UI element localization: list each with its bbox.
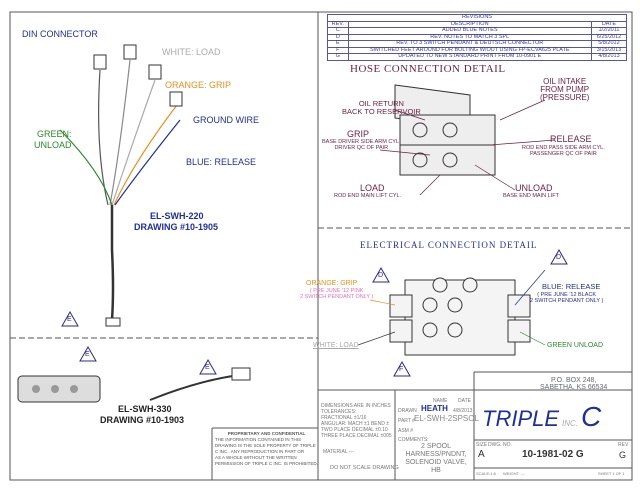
hose-valve-drawing: [394, 84, 496, 176]
electrical-detail-title: ELECTRICAL CONNECTION DETAIL: [360, 240, 538, 250]
blue-release-label: BLUE: RELEASE: [186, 157, 257, 167]
electrical-leaders: [357, 269, 546, 346]
material-label: MATERIAL ---: [323, 449, 354, 455]
green-unload-label: GREEN UNLOAD: [547, 342, 604, 349]
drawn-date: 4/8/2013: [453, 408, 473, 414]
din-connector-label: DIN CONNECTOR: [22, 29, 98, 39]
rev-marker-e: E: [67, 316, 72, 323]
no-scale-note: DO NOT SCALE DRAWING: [330, 465, 399, 471]
comments-label: COMMENTS:: [398, 437, 429, 443]
unload-sub-label: BASE END MAIN LIFT: [503, 193, 559, 199]
hose-detail-title: HOSE CONNECTION DETAIL: [350, 63, 506, 75]
green-unload-label: UNLOAD: [34, 140, 72, 150]
part-number: EL-SWH-2SPSOL: [414, 414, 479, 423]
load-sub-label: ROD END MAIN LIFT CYL.: [334, 193, 402, 199]
sheet-border: [9, 11, 633, 481]
pendant-body: [17, 375, 101, 403]
sheet-size: A: [478, 449, 485, 460]
revision-letter: G: [619, 450, 627, 460]
rev-marker-f: F: [399, 366, 404, 373]
blue-release-label: BLUE: RELEASE: [542, 282, 601, 291]
hose-leaders: [379, 99, 556, 196]
orange-grip-label: ORANGE: GRIP: [306, 280, 358, 287]
din-connectors: [93, 44, 251, 381]
date-header: DATE: [458, 398, 471, 404]
rev-marker-e: E: [205, 364, 210, 371]
electrical-valve-drawing: [389, 277, 531, 356]
drawn-label: DRAWN: [398, 408, 417, 414]
asm-label: ASM #: [398, 428, 414, 434]
ground-wire-label: GROUND WIRE: [193, 115, 259, 125]
harness-drawing-number: DRAWING #10-1905: [134, 222, 219, 232]
scale: SCALE:1:6: [476, 471, 496, 476]
grip-sub-label: BASE DRIVER SIDE ARM CYL.DRIVER QC OF PA…: [322, 139, 401, 151]
drawn-by: HEATH: [421, 404, 448, 413]
weight: WEIGHT: ---: [503, 471, 525, 476]
company-address: P.O. BOX 248,SABETHA, KS 66534: [540, 377, 608, 391]
size-label: SIZE: [476, 442, 488, 448]
orange-grip-label: ORANGE: GRIP: [165, 80, 232, 90]
pendant-model: EL-SWH-330: [118, 404, 172, 414]
harness-wires: [59, 59, 241, 401]
release-sub-label: ROD END PASS SIDE ARM CYL.PASSENGER QC O…: [522, 145, 605, 157]
rev-label: REV: [618, 442, 629, 448]
rev-marker-e: E: [85, 351, 90, 358]
grip-label: GRIP: [347, 129, 370, 139]
release-label: RELEASE: [550, 134, 592, 144]
harness-model: EL-SWH-220: [150, 211, 204, 221]
rev-marker-d: D: [556, 254, 562, 261]
rev-marker-d: D: [378, 272, 384, 279]
white-load-label: WHITE: LOAD: [162, 47, 221, 57]
green-unload-label: GREEN:: [37, 129, 72, 139]
unload-label: UNLOAD: [515, 183, 553, 193]
white-load-label: WHITE: LOAD: [313, 342, 359, 349]
revision-triangles: [61, 248, 568, 377]
part-label: PART #: [398, 418, 415, 424]
drawing-number: 10-1981-02 G: [522, 449, 584, 460]
dwg-no-label: DWG. NO.: [488, 442, 512, 448]
sheet-number: SHEET 1 OF 1: [598, 471, 625, 476]
pendant-drawing-number: DRAWING #10-1903: [100, 415, 185, 425]
load-label: LOAD: [360, 183, 385, 193]
name-header: NAME: [433, 398, 448, 404]
